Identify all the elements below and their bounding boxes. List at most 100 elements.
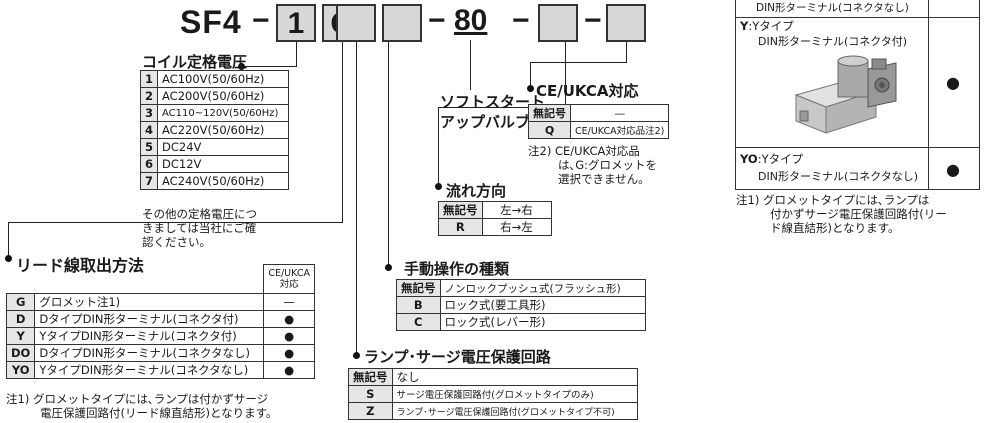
note-line: きましては当社にご確 (142, 221, 257, 235)
value-cell: DタイプDIN形ターミナル(コネクタ付) (34, 310, 265, 328)
value-cell: グロメット注1) (34, 293, 265, 311)
code-cell: Y (5, 327, 36, 345)
ce-cell: — (263, 293, 315, 311)
code-cell: 5 (139, 138, 159, 156)
ce-cell: ● (263, 344, 315, 362)
note-line: 注2) CE/UKCA対応品 (528, 144, 640, 158)
flow-code: 80 (454, 4, 488, 37)
note-line: は､G:グロメットを (558, 158, 658, 172)
note-line: ド線直結形)となります。 (770, 221, 900, 235)
value-cell: AC220V(50/60Hz) (157, 121, 290, 139)
lamp-surge-title: ランプ･サージ電圧保護回路 (364, 348, 551, 366)
value-cell: AC240V(50/60Hz) (157, 172, 290, 190)
connector-dot (238, 63, 245, 70)
code-box-manual-op (336, 4, 376, 42)
connector-line (8, 222, 9, 258)
note-line: 注1) グロメットタイプには､ランプは (736, 193, 930, 207)
connector-line (530, 62, 531, 87)
yo-ce-mark: ● (946, 160, 960, 179)
code-cell: 無記号 (438, 201, 483, 219)
soft-start-label: ソフトスタート アップバルブ用 (440, 92, 545, 132)
connector-line (342, 42, 343, 222)
value-cell: YタイプDIN形ターミナル(コネクタなし) (34, 361, 265, 379)
yo-type: :Yタイプ (757, 152, 804, 166)
value-cell: DC12V (157, 155, 290, 173)
value-cell: サージ電圧保護回路付(グロメットタイプのみ) (391, 385, 638, 403)
code-box-ce (606, 4, 646, 42)
table-row: 無記号— (528, 104, 670, 122)
header-line: 対応 (279, 279, 299, 290)
lead-wire-title: リード線取出方法 (16, 256, 145, 275)
ce-cell: ● (263, 361, 315, 379)
connector-line (8, 222, 343, 223)
value-cell: ノンロックプッシュ式(フラッシュ形) (439, 279, 646, 297)
value-cell: AC100V(50/60Hz) (157, 70, 290, 88)
right-row-y: Y:Yタイプ DIN形ターミナル(コネクタ付) ● (736, 17, 979, 148)
right-row-top: DIN形ターミナル(コネクタなし) (736, 0, 979, 18)
connector-dot (5, 255, 12, 262)
yo-type-label: YO:Yタイプ (740, 152, 803, 166)
y-type: :Yタイプ (748, 19, 794, 33)
code-cell: 4 (139, 121, 159, 139)
yo-desc: DIN形ターミナル(コネクタなし) (758, 170, 919, 183)
coil-voltage-note: その他の定格電圧につ きましては当社にご確 認ください。 (142, 207, 257, 249)
value-cell: CE/UKCA対応品注2) (569, 121, 670, 139)
code-box-flow-dir (538, 4, 578, 42)
right-col-divider (928, 148, 929, 190)
value-cell: DタイプDIN形ターミナル(コネクタなし) (34, 344, 265, 362)
code-cell: 無記号 (528, 104, 571, 122)
note-line: 選択できません。 (558, 172, 650, 186)
y-ce-mark: ● (946, 73, 960, 92)
ce-cell: ● (263, 310, 315, 328)
connector-dot (527, 85, 534, 92)
separator: − (512, 4, 530, 37)
value-cell: ロック式(要工具形) (439, 296, 646, 314)
value-cell: AC200V(50/60Hz) (157, 87, 290, 105)
value-cell: ロック式(レバー形) (439, 313, 646, 331)
soft-start-line: アップバルブ用 (440, 113, 546, 131)
right-col-divider (928, 17, 929, 147)
separator: − (252, 4, 270, 37)
ce-ukca-title: CE/UKCA対応 (536, 82, 639, 100)
code-cell: 6 (139, 155, 159, 173)
note-line: 注1) グロメットタイプには､ランプは付かずサージ (6, 392, 269, 406)
connector-line (388, 42, 389, 267)
code-cell: 無記号 (348, 368, 393, 386)
value-cell: 右→左 (481, 218, 552, 236)
header-line: CE/UKCA (268, 268, 310, 279)
valve-illustration (794, 55, 897, 134)
table-row: CE/UKCA 対応 (7, 264, 315, 294)
code-cell: C (396, 313, 441, 331)
code-cell: 無記号 (396, 279, 441, 297)
right-col-divider (928, 0, 929, 17)
table-row: 無記号ノンロックプッシュ式(フラッシュ形) (396, 279, 646, 297)
code-cell: 3 (139, 104, 159, 122)
connector-line (530, 62, 627, 63)
value-cell: ランプ･サージ電圧保護回路付(グロメットタイプ不可) (391, 402, 638, 420)
manual-override-title: 手動操作の種類 (404, 260, 510, 278)
model-prefix: SF4 (180, 4, 242, 40)
code-cell: DO (5, 344, 36, 362)
connector-dot (385, 264, 392, 271)
right-row-yo: YO:Yタイプ DIN形ターミナル(コネクタなし) ● (736, 148, 979, 190)
code-cell: D (5, 310, 36, 328)
value-cell: YタイプDIN形ターミナル(コネクタ付) (34, 327, 265, 345)
right-row-top-text: DIN形ターミナル(コネクタなし) (756, 2, 909, 14)
connector-line (242, 66, 297, 67)
